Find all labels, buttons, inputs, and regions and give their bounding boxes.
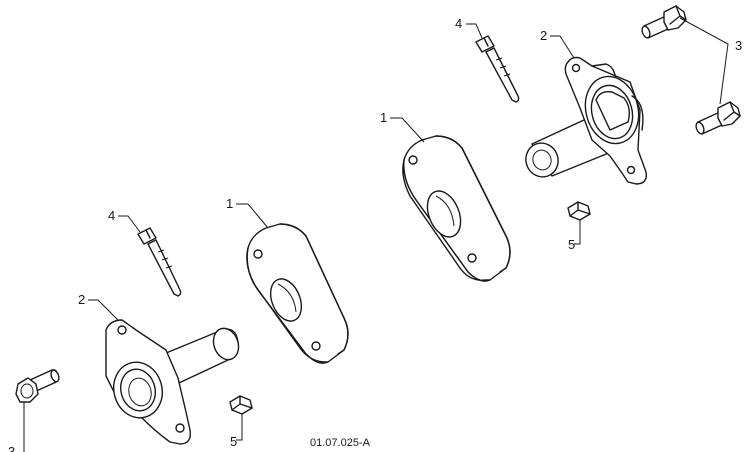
callout-5-left: 5: [230, 434, 237, 449]
callout-3-right: 3: [735, 38, 742, 53]
flange-bolt-left: [15, 369, 60, 403]
callout-2-right: 2: [540, 28, 547, 43]
spacer-block-right: [402, 135, 511, 282]
hex-nut-left: [229, 395, 253, 415]
bearing-flange-left: [105, 319, 240, 445]
bearing-flange-right: [525, 56, 647, 185]
flange-bolt-lower-right: [695, 101, 741, 135]
callout-1-left: 1: [226, 196, 233, 211]
hex-nut-right: [567, 201, 591, 221]
cap-screw-left: [137, 227, 182, 297]
spacer-block-left: [246, 223, 349, 364]
callout-leaders: [23, 17, 729, 452]
callout-5-right: 5: [568, 237, 575, 252]
cap-screw-right: [475, 35, 520, 103]
callout-2-left: 2: [78, 292, 85, 307]
callout-1-right: 1: [380, 110, 387, 125]
flange-bolt-top-right: [641, 5, 687, 39]
callout-4-left: 4: [108, 208, 115, 223]
drawing-reference: 01.07.025-A: [310, 437, 371, 449]
callout-4-right: 4: [455, 16, 462, 31]
callout-3-left: 3: [8, 444, 15, 452]
